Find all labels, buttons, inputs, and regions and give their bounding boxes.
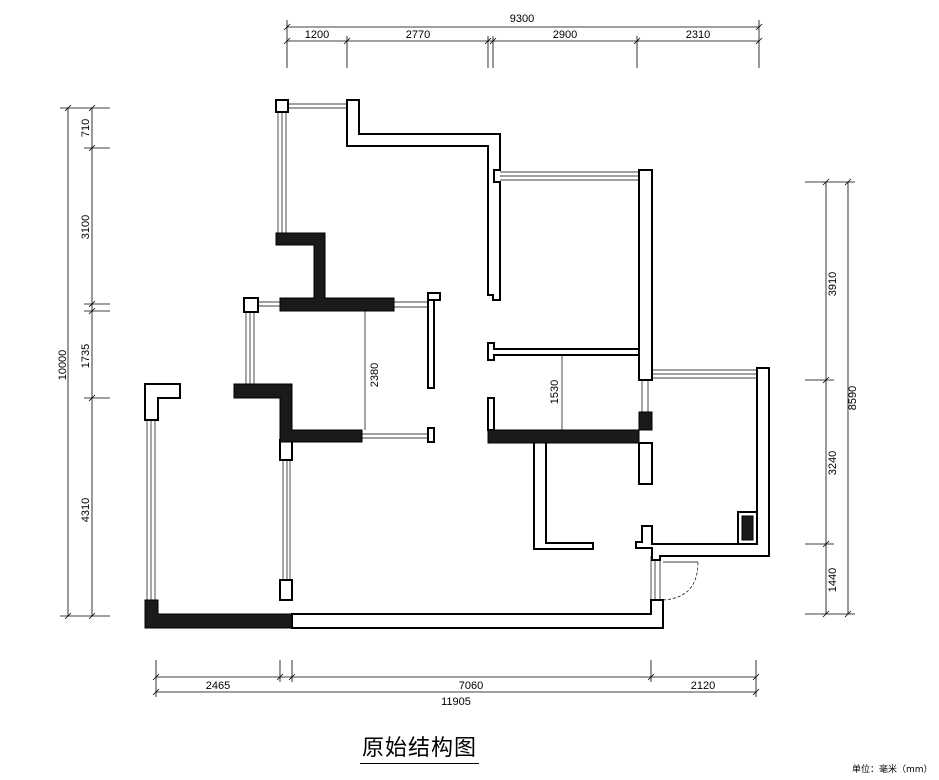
dim-interior-1: 2380: [369, 363, 381, 387]
unit-note: 单位：毫米（mm）: [852, 765, 933, 775]
dim-top-seg-2: 2770: [406, 29, 430, 41]
dim-left-seg-1: 710: [80, 119, 92, 137]
walls: [144, 99, 770, 629]
left-dimension-lines: [60, 104, 110, 620]
dim-bottom-seg-2: 7060: [459, 680, 483, 692]
dim-top-seg-3: 2900: [553, 29, 577, 41]
dim-left-seg-3: 1735: [80, 344, 92, 368]
drawing-title: 原始结构图: [360, 735, 480, 764]
right-dimension-lines: [805, 178, 855, 618]
dim-top-seg-4: 2310: [686, 29, 710, 41]
dim-right-seg-2: 3240: [827, 451, 839, 475]
dim-left-total: 10000: [57, 350, 69, 381]
dim-right-seg-3: 1440: [827, 568, 839, 592]
windows: [146, 103, 757, 600]
dim-interior-2: 1530: [549, 380, 561, 404]
top-dimension-lines: [283, 20, 763, 68]
dim-left-seg-4: 4310: [80, 498, 92, 522]
dim-top-total: 9300: [510, 13, 534, 25]
entry-door-swing: [662, 561, 699, 601]
dim-right-seg-1: 3910: [827, 272, 839, 296]
dim-bottom-seg-3: 2120: [691, 680, 715, 692]
dim-top-seg-1: 1200: [305, 29, 329, 41]
structural-walls: [144, 232, 758, 629]
dim-right-total: 8590: [847, 386, 859, 410]
dim-left-seg-2: 3100: [80, 215, 92, 239]
dim-bottom-total: 11905: [441, 696, 471, 708]
dim-bottom-seg-1: 2465: [206, 680, 230, 692]
bottom-dimension-lines: [152, 660, 760, 697]
